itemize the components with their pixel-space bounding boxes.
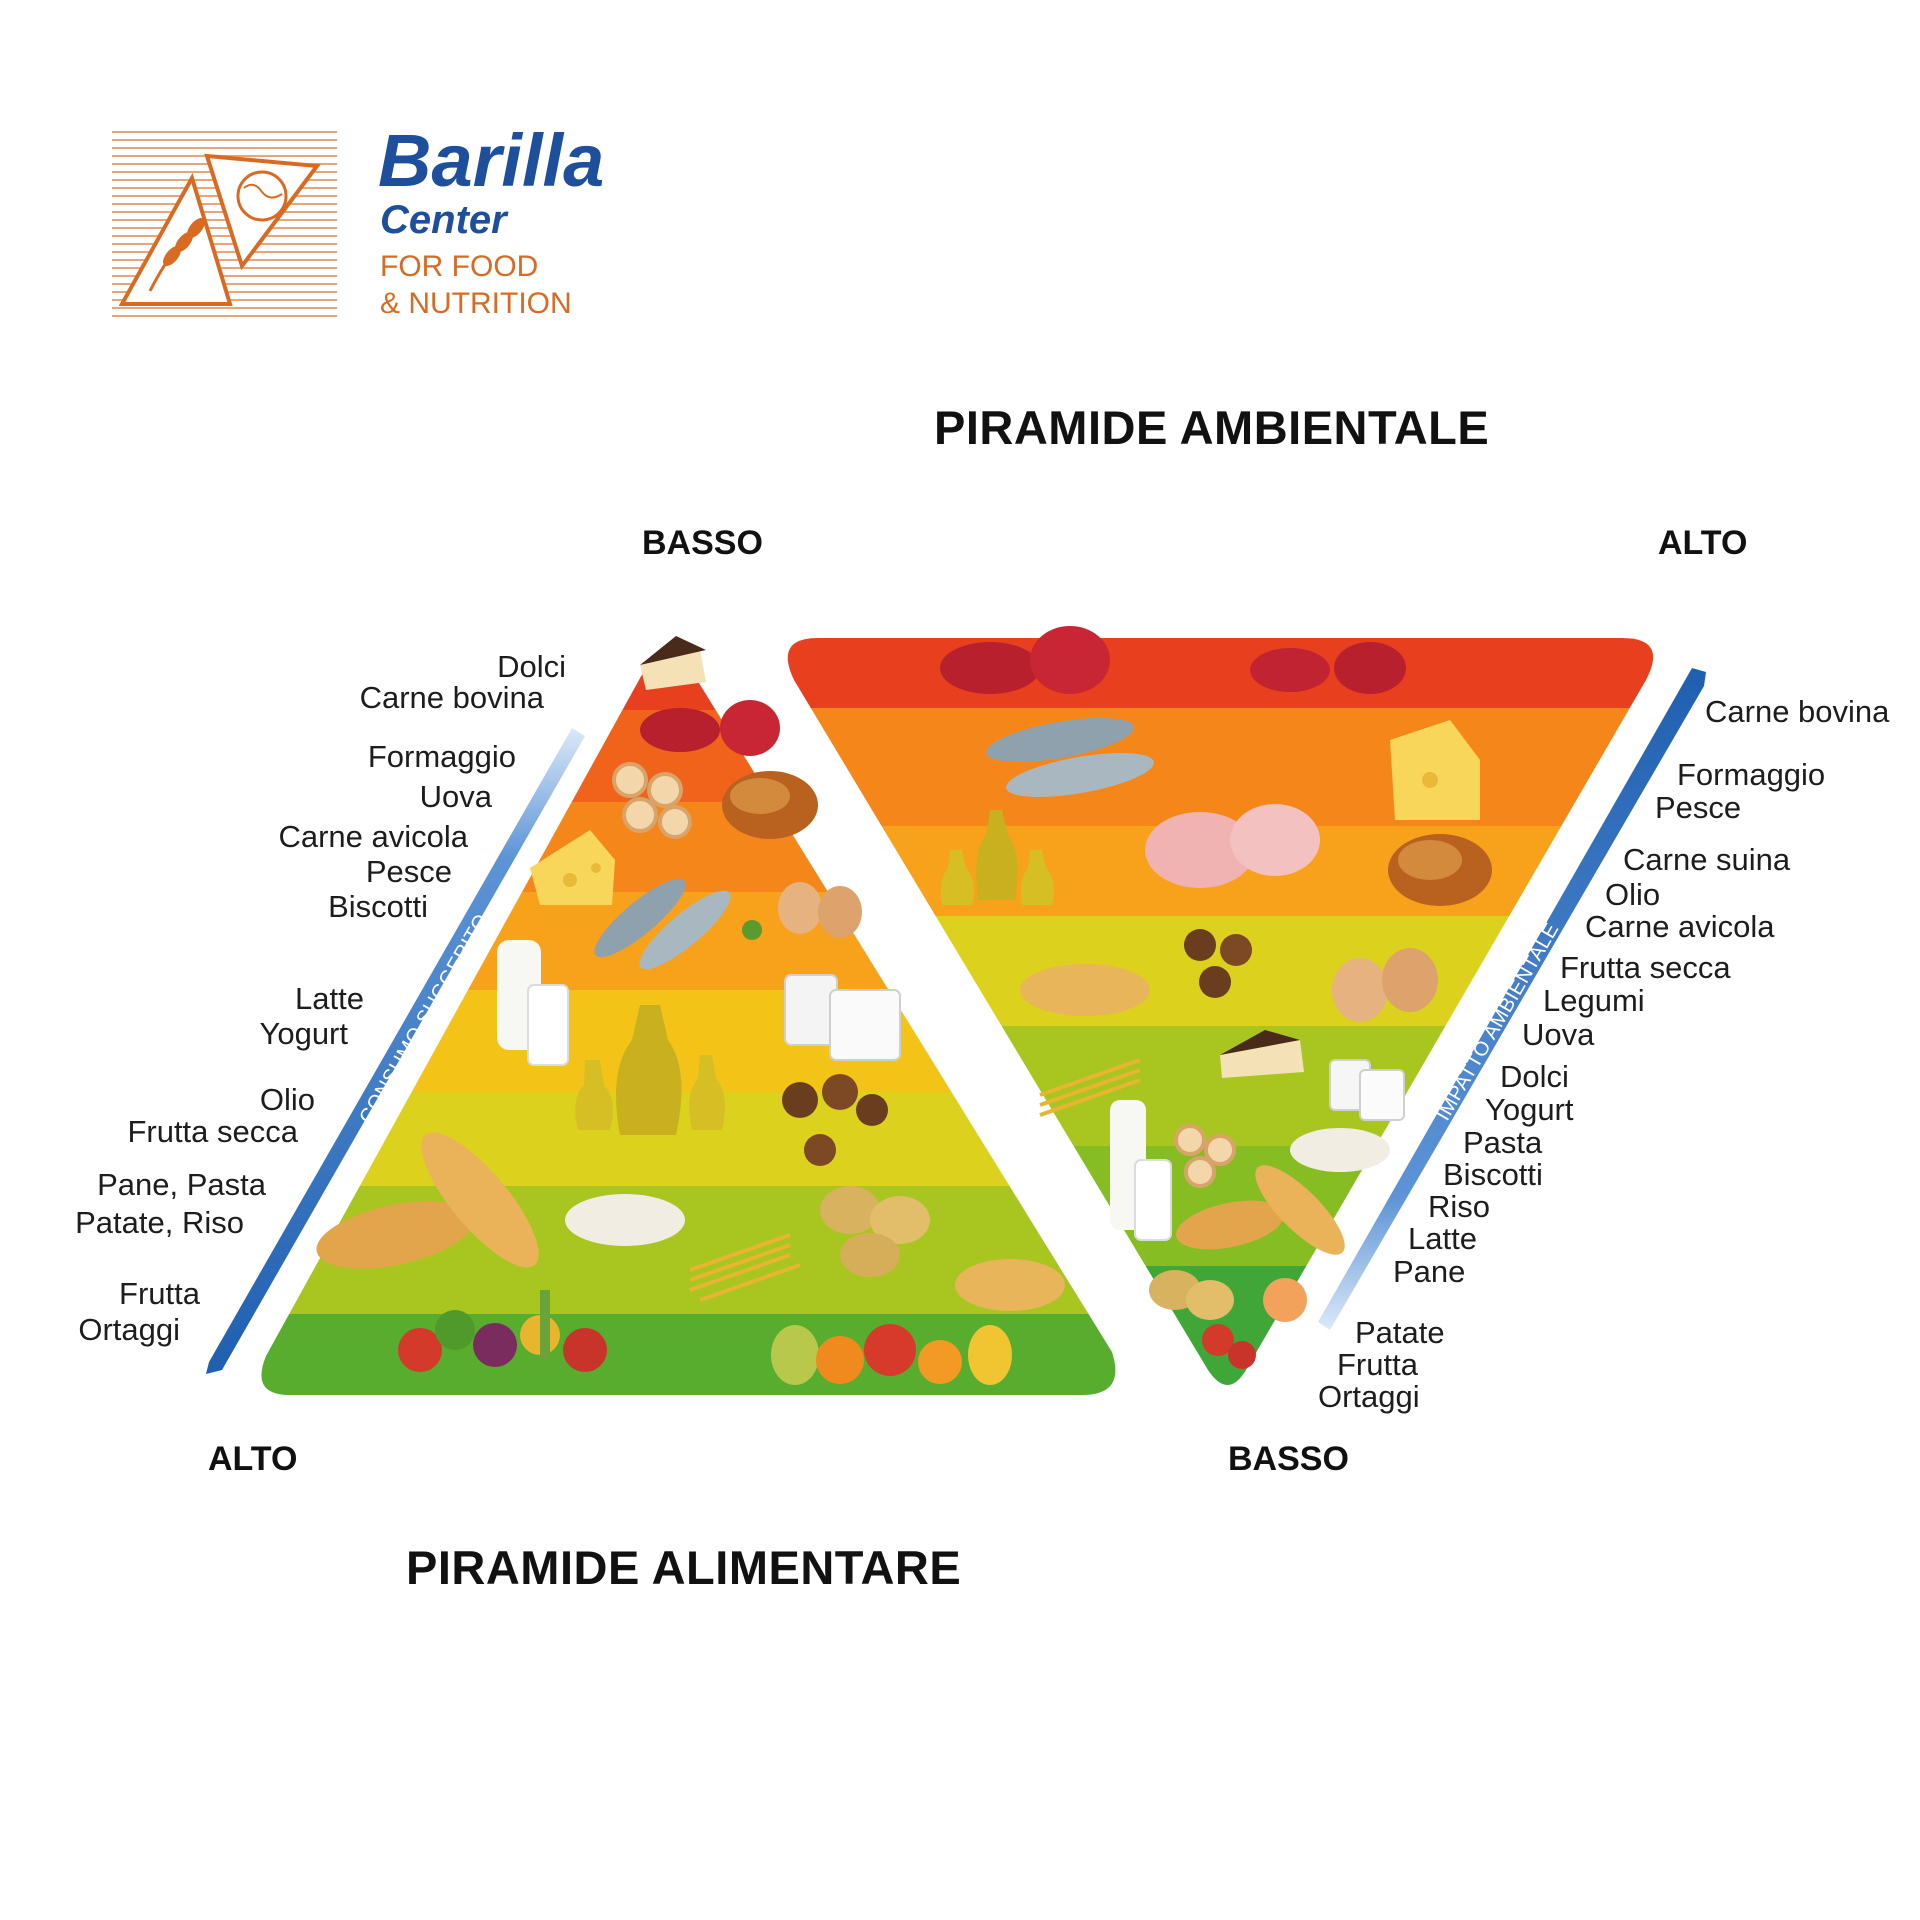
food-pyramid-title: PIRAMIDE ALIMENTARE [406,1541,962,1594]
env-pork-icon [1145,804,1320,888]
environmental-item-label: Ortaggi [1318,1379,1420,1414]
environmental-item-label: Uova [1522,1017,1595,1052]
milk-icon [497,940,569,1066]
cheese-icon [530,830,615,905]
environmental-item-label: Pane [1393,1254,1466,1289]
environmental-item-label: Riso [1428,1189,1491,1224]
env-olive-oil-icon [940,810,1054,905]
food-item-label: Carne bovina [359,680,544,715]
consumo-suggerito-arrow [206,728,585,1374]
environmental-pyramid-top-label: ALTO [1658,524,1748,562]
beef-icon [640,700,780,756]
food-band-8 [261,1314,1116,1395]
environmental-item-label: Carne suina [1623,842,1791,877]
food-pyramid-illustrations [316,636,1065,1385]
food-pyramid-top-label: BASSO [642,524,763,562]
food-item-label: Carne avicola [278,819,468,854]
env-cheese-icon [1390,720,1480,820]
env-potatoes-icon [1149,1270,1234,1320]
environmental-item-label: Yogurt [1485,1092,1574,1127]
food-item-label: Pane, Pasta [97,1167,266,1202]
environmental-item-label: Formaggio [1677,757,1826,792]
food-item-label: Biscotti [328,889,428,924]
environmental-pyramid-illustrations [940,626,1492,1369]
env-chicken-icon [1388,834,1492,906]
env-milk-icon [1110,1100,1172,1241]
env-band-2 [787,708,1654,826]
fish-icon [594,878,762,970]
bread-icon [316,1132,539,1269]
environmental-item-label: Pesce [1655,790,1742,825]
roast-chicken-icon [722,771,818,839]
environmental-item-label: Pasta [1463,1125,1543,1160]
food-item-label: Formaggio [367,739,516,774]
environmental-pyramid-title: PIRAMIDE AMBIENTALE [934,401,1490,454]
logo-brand: Barilla [378,119,605,202]
env-biscuits-icon [1174,1124,1236,1188]
food-pyramid-bottom-label: ALTO [208,1440,298,1478]
potatoes-icon [820,1186,930,1277]
env-rice-icon [1290,1128,1390,1172]
env-nuts-icon [1184,929,1252,998]
rice-icon [565,1194,685,1246]
food-item-label: Frutta [119,1276,200,1311]
environmental-pyramid-bottom-label: BASSO [1228,1440,1349,1478]
logo-line1: FOR FOOD [380,250,539,283]
environmental-item-label: Olio [1605,877,1661,912]
cake-icon [640,636,706,690]
env-yogurt-icon [1329,1059,1405,1121]
environmental-item-label: Biscotti [1443,1157,1543,1192]
env-beef-icon [940,626,1406,694]
food-item-label: Pesce [365,854,452,889]
environmental-item-label: Frutta [1337,1347,1418,1382]
food-item-label: Dolci [497,649,566,684]
env-bread-icon [1176,1165,1345,1255]
env-cake-icon [1220,1030,1304,1078]
environmental-item-label: Latte [1408,1221,1477,1256]
environmental-item-label: Frutta secca [1560,950,1731,985]
logo-center: Center [380,198,507,242]
env-eggs-icon [1332,948,1438,1022]
biscuits-icon [612,762,692,839]
impatto-ambientale-arrow [1318,668,1706,1330]
wheat-globe-emblem-icon [112,131,337,317]
environmental-item-label: Carne avicola [1585,909,1775,944]
fruit-icon [771,1324,1012,1385]
olive-oil-icon [575,1005,725,1135]
pasta-icon [689,1233,801,1302]
food-item-label: Yogurt [259,1016,349,1051]
food-item-label: Patate, Riso [75,1205,244,1240]
food-item-label: Olio [259,1082,315,1117]
food-item-label: Ortaggi [78,1312,180,1347]
nuts-icon [782,1074,888,1166]
environmental-item-label: Patate [1355,1315,1445,1350]
food-item-label: Frutta secca [127,1114,298,1149]
vegetables-icon [398,1290,607,1372]
yogurt-icon [784,974,901,1061]
env-fruit-icon [1263,1278,1307,1322]
env-pasta-icon [1039,1058,1141,1117]
environmental-item-label: Legumi [1543,983,1645,1018]
env-chickpeas-icon [1020,964,1150,1016]
env-band-1 [787,638,1654,708]
environmental-item-label: Carne bovina [1705,694,1890,729]
env-vegetables-icon [1202,1324,1256,1369]
env-fish-icon [986,718,1154,797]
environmental-item-label: Dolci [1500,1059,1569,1094]
chickpeas-icon [955,1259,1065,1311]
eggs-icon [778,882,862,938]
food-item-label: Latte [295,981,364,1016]
logo-line2: & NUTRITION [380,287,572,320]
food-item-label: Uova [419,779,492,814]
